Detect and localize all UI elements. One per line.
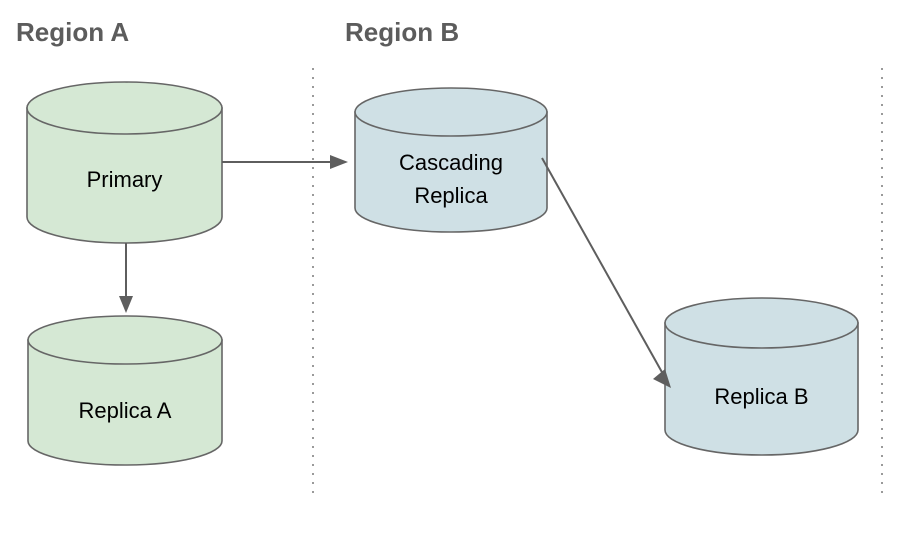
edge-primary-to-cascading [222,155,348,169]
replica-a-label: Replica A [79,398,172,423]
node-cascading-replica[interactable]: Cascading Replica [354,87,548,233]
region-label-group: Region A Region B [16,17,459,47]
edge-primary-to-replica-a [119,243,133,313]
cascading-replica-label-line1: Cascading [399,150,503,175]
edge-cascading-to-replica-b [541,157,671,388]
region-b-label: Region B [345,17,459,47]
primary-cylinder-top [26,81,223,135]
cascading-replica-cylinder-body [354,111,548,233]
node-replica-b[interactable]: Replica B [664,297,859,456]
replica-b-label: Replica B [714,384,808,409]
cascading-replica-cylinder-top [354,87,548,137]
node-replica-a[interactable]: Replica A [27,315,223,466]
primary-label: Primary [87,167,163,192]
primary-cylinder-body [26,107,223,244]
edge-cascading-to-replica-b-arrowhead [653,369,671,388]
cascading-replica-label-line2: Replica [414,183,488,208]
replica-b-cylinder-body [664,322,859,456]
region-a-label: Region A [16,17,129,47]
edge-primary-to-cascading-arrowhead [330,155,348,169]
edge-cascading-to-replica-b-line [541,157,664,375]
node-primary[interactable]: Primary [26,81,223,244]
replica-a-cylinder-body [27,339,223,466]
replica-a-cylinder-top [27,315,223,365]
edge-primary-to-replica-a-arrowhead [119,296,133,313]
replica-b-cylinder-top [664,297,859,349]
